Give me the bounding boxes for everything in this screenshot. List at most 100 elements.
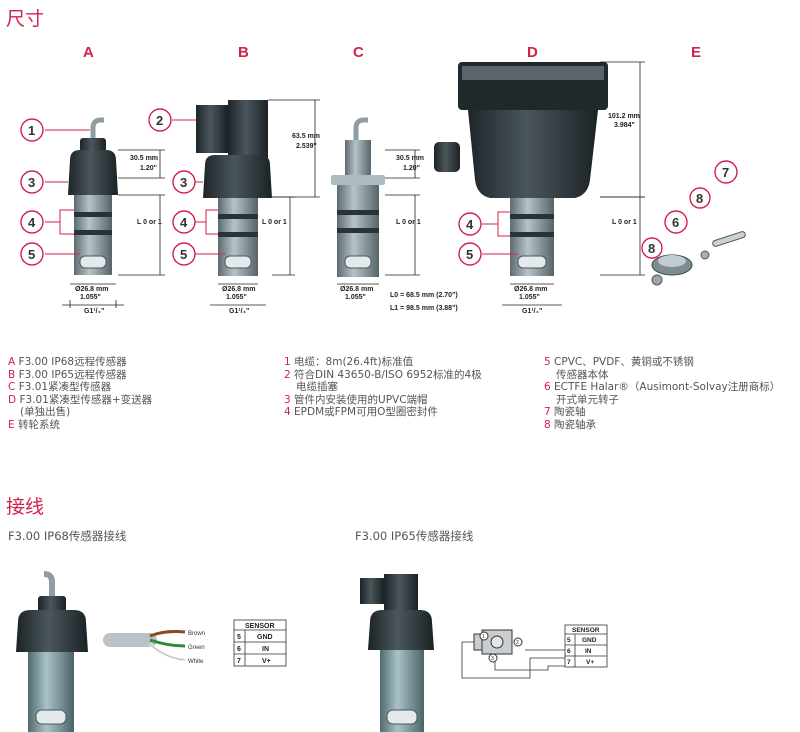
dim-b-l: L 0 or 1: [262, 219, 287, 226]
callout-5-d: 5: [466, 247, 473, 262]
callout-6-e: 6: [672, 215, 679, 230]
dim-b-plug-in: 2.539": [296, 143, 317, 150]
column-letter-a: A: [83, 44, 94, 61]
dim-b-thread: G1¹/₄": [229, 308, 249, 315]
legend-row: 8 陶瓷轴承: [544, 418, 597, 431]
sensor-table-right-pin: 6: [567, 648, 571, 655]
dim-b-dia-mm: Ø26.8 mm: [222, 286, 255, 293]
legend-row: 电缆插塞: [296, 381, 338, 393]
wire-brown-label: Brown: [188, 631, 205, 637]
column-letter-b: B: [238, 44, 249, 61]
dim-d-height-mm: 101.2 mm: [608, 113, 640, 120]
sensor-table-right-header: SENSOR: [572, 627, 600, 634]
callout-7-e: 7: [722, 165, 729, 180]
sensor-table-left-pin: 7: [237, 658, 241, 665]
sensor-table-left: [233, 619, 287, 667]
sensor-table-left-label: GND: [257, 634, 273, 641]
dim-c-l: L 0 or 1: [396, 219, 421, 226]
sensor-table-right-label: V+: [586, 659, 594, 666]
dim-d-l: L 0 or 1: [612, 219, 637, 226]
dim-c-dia-mm: Ø26.8 mm: [340, 286, 373, 293]
callout-5-b: 5: [180, 247, 187, 262]
sensor-table-right-label: GND: [582, 637, 597, 644]
legend-row: 1 电缆：8m(26.4ft)标准值: [284, 356, 414, 368]
dimension-lines: [62, 61, 645, 308]
wiring-right-title: F3.00 IP65传感器接线: [355, 529, 474, 543]
wiring-title: 接线: [6, 496, 45, 518]
sensor-d-drawing: [434, 62, 608, 276]
callout-2-b: 2: [156, 113, 163, 128]
dimensions-title: 尺寸: [6, 8, 45, 30]
sensor-table-left-header: SENSOR: [245, 623, 275, 630]
legend-row: D F3.01紧凑型传感器+变送器: [8, 393, 153, 406]
dim-l1: L1 = 98.5 mm (3.88"): [390, 305, 458, 312]
dimension-drawings: 1 3 4 5 2 3 4 5 4 5 7 8 6 8 30.5 mm 1.20…: [20, 61, 746, 315]
legend-row: 3 管件内安装使用的UPVC端帽: [284, 393, 428, 406]
wiring-left-title: F3.00 IP68传感器接线: [8, 529, 127, 543]
legend-row: B F3.00 IP65远程传感器: [8, 368, 127, 381]
legend-row: E 转轮系统: [8, 418, 60, 431]
legend-parts-1: 1 电缆：8m(26.4ft)标准值 2 符合DIN 43650-B/ISO 6…: [284, 356, 482, 419]
column-letter-c: C: [353, 44, 364, 61]
callout-circles: [20, 108, 738, 266]
legend-row: 2 符合DIN 43650-B/ISO 6952标准的4极: [284, 368, 482, 381]
dim-a-dia-mm: Ø26.8 mm: [75, 286, 108, 293]
legend-row: A F3.00 IP68远程传感器: [8, 356, 127, 368]
callout-8-e-top: 8: [696, 191, 703, 206]
legend-row: 4 EPDM或FPM可用O型圈密封件: [284, 406, 438, 418]
wiring-drawings: Brown Green White SENSOR 5 GND 6 IN 7 V+…: [16, 571, 608, 732]
legend-sensor-types: A F3.00 IP68远程传感器 B F3.00 IP65远程传感器 C F3…: [8, 356, 152, 431]
dim-b-plug-mm: 63.5 mm: [292, 133, 320, 140]
wiring-cable: [103, 630, 186, 662]
legend-row: (单独出售): [20, 406, 71, 418]
dim-d-dia-mm: Ø26.8 mm: [514, 286, 547, 293]
legend-row: 6 ECTFE Halar®（Ausimont-Solvay注册商标）: [544, 381, 781, 393]
sensor-table-right-pin: 7: [567, 659, 571, 666]
dim-b-dia-in: 1.055": [226, 294, 247, 301]
dim-d-thread: G1¹/₄": [522, 308, 542, 315]
legend-row: 传感器本体: [556, 368, 609, 381]
plug-pinout-diagram: [461, 629, 565, 679]
sensor-c-drawing: [331, 117, 385, 277]
sensor-a-drawing: [68, 117, 118, 275]
dim-a-cable-mm: 30.5 mm: [130, 155, 158, 162]
column-letter-e: E: [691, 44, 702, 61]
callout-3-a: 3: [28, 175, 35, 190]
dim-l0: L0 = 68.5 mm (2.70"): [390, 292, 458, 299]
wire-green-label: Green: [188, 645, 205, 651]
dim-a-dia-in: 1.055": [80, 294, 101, 301]
wiring-sensor-ip68: [16, 571, 88, 732]
legend-parts-2: 5 CPVC、PVDF、黄铜或不锈钢 传感器本体 6 ECTFE Halar®（…: [544, 356, 780, 431]
dim-a-thread: G1¹/₄": [84, 308, 104, 315]
callout-leaders: [45, 119, 518, 255]
column-letter-d: D: [527, 44, 538, 61]
callout-3-b: 3: [180, 175, 187, 190]
sensor-table-right-pin: 5: [567, 637, 571, 644]
wire-white-label: White: [188, 659, 204, 665]
sensor-table-left-label: IN: [262, 646, 269, 653]
callout-4-b: 4: [180, 215, 188, 230]
rotor-system-drawing: [651, 231, 746, 286]
dim-d-dia-in: 1.055": [519, 294, 540, 301]
plug-pin-1: 1: [482, 634, 485, 640]
callout-1-a: 1: [28, 123, 35, 138]
sensor-table-left-pin: 5: [237, 634, 241, 641]
legend-row: 7 陶瓷轴: [544, 406, 586, 418]
sensor-table-right: [564, 624, 608, 668]
dim-a-l: L 0 or 1: [137, 219, 162, 226]
sensor-table-left-pin: 6: [237, 646, 241, 653]
sensor-table-right-label: IN: [585, 648, 592, 655]
callout-4-a: 4: [28, 215, 36, 230]
dim-d-height-in: 3.984": [614, 122, 635, 129]
sensor-table-left-label: V+: [262, 658, 271, 665]
callout-4-d: 4: [466, 217, 474, 232]
sensor-b-drawing: [196, 100, 272, 276]
dim-c-dia-in: 1.055": [345, 294, 366, 301]
dim-c-cable-mm: 30.5 mm: [396, 155, 424, 162]
callout-5-a: 5: [28, 247, 35, 262]
legend-row: 开式单元转子: [556, 393, 619, 406]
wiring-sensor-ip65: [360, 574, 434, 732]
dim-a-cable-in: 1.20": [140, 165, 157, 172]
plug-pin-2: 2: [516, 640, 519, 646]
plug-pin-3: 3: [491, 656, 494, 662]
